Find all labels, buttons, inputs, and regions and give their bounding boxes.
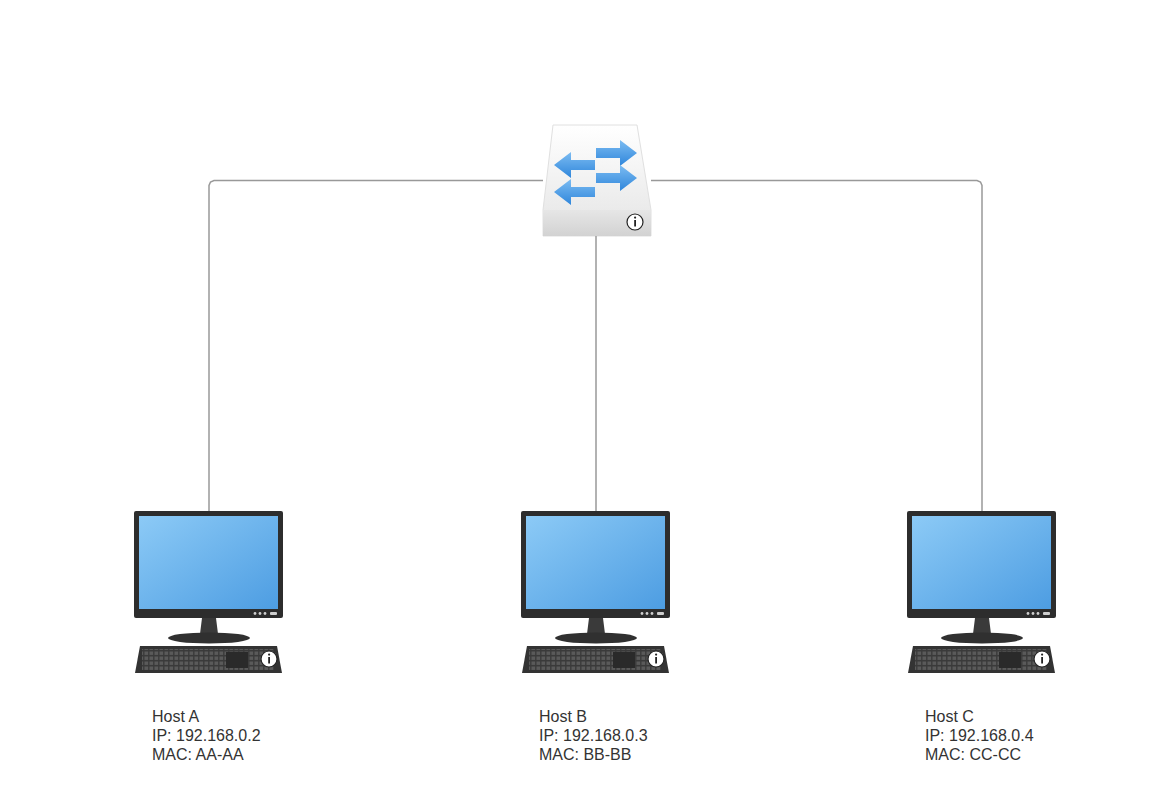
switch-arrow [554, 152, 595, 178]
computer-icon [134, 511, 283, 673]
host-address: IP: 192.168.0.4 [925, 726, 1075, 745]
host-name: Host B [539, 707, 689, 726]
host-computer: Host BIP: 192.168.0.3MAC: BB-BB [521, 511, 671, 767]
switch-arrow [596, 140, 637, 166]
network-switch [543, 125, 651, 236]
switch-body [543, 125, 651, 236]
host-address: MAC: AA-AA [152, 745, 302, 764]
network-cable [651, 181, 982, 512]
host-name: Host C [925, 707, 1075, 726]
computer-icon [521, 511, 670, 673]
host-label: Host AIP: 192.168.0.2MAC: AA-AA [152, 707, 302, 764]
host-computer: Host CIP: 192.168.0.4MAC: CC-CC [907, 511, 1057, 767]
switch-base [543, 210, 651, 236]
info-icon [627, 214, 643, 230]
network-cable [595, 236, 597, 511]
host-address: MAC: BB-BB [539, 745, 689, 764]
info-icon-dot [634, 217, 636, 219]
network-cable [209, 181, 543, 512]
host-computer: Host AIP: 192.168.0.2MAC: AA-AA [134, 511, 284, 767]
switch-icon [543, 125, 651, 236]
host-label: Host BIP: 192.168.0.3MAC: BB-BB [539, 707, 689, 764]
switch-arrow [596, 165, 637, 191]
host-address: IP: 192.168.0.2 [152, 726, 302, 745]
host-address: MAC: CC-CC [925, 745, 1075, 764]
host-address: IP: 192.168.0.3 [539, 726, 689, 745]
host-label: Host CIP: 192.168.0.4MAC: CC-CC [925, 707, 1075, 764]
host-name: Host A [152, 707, 302, 726]
computer-icon [907, 511, 1056, 673]
info-icon-stem [634, 220, 636, 227]
switch-arrow [554, 179, 595, 205]
